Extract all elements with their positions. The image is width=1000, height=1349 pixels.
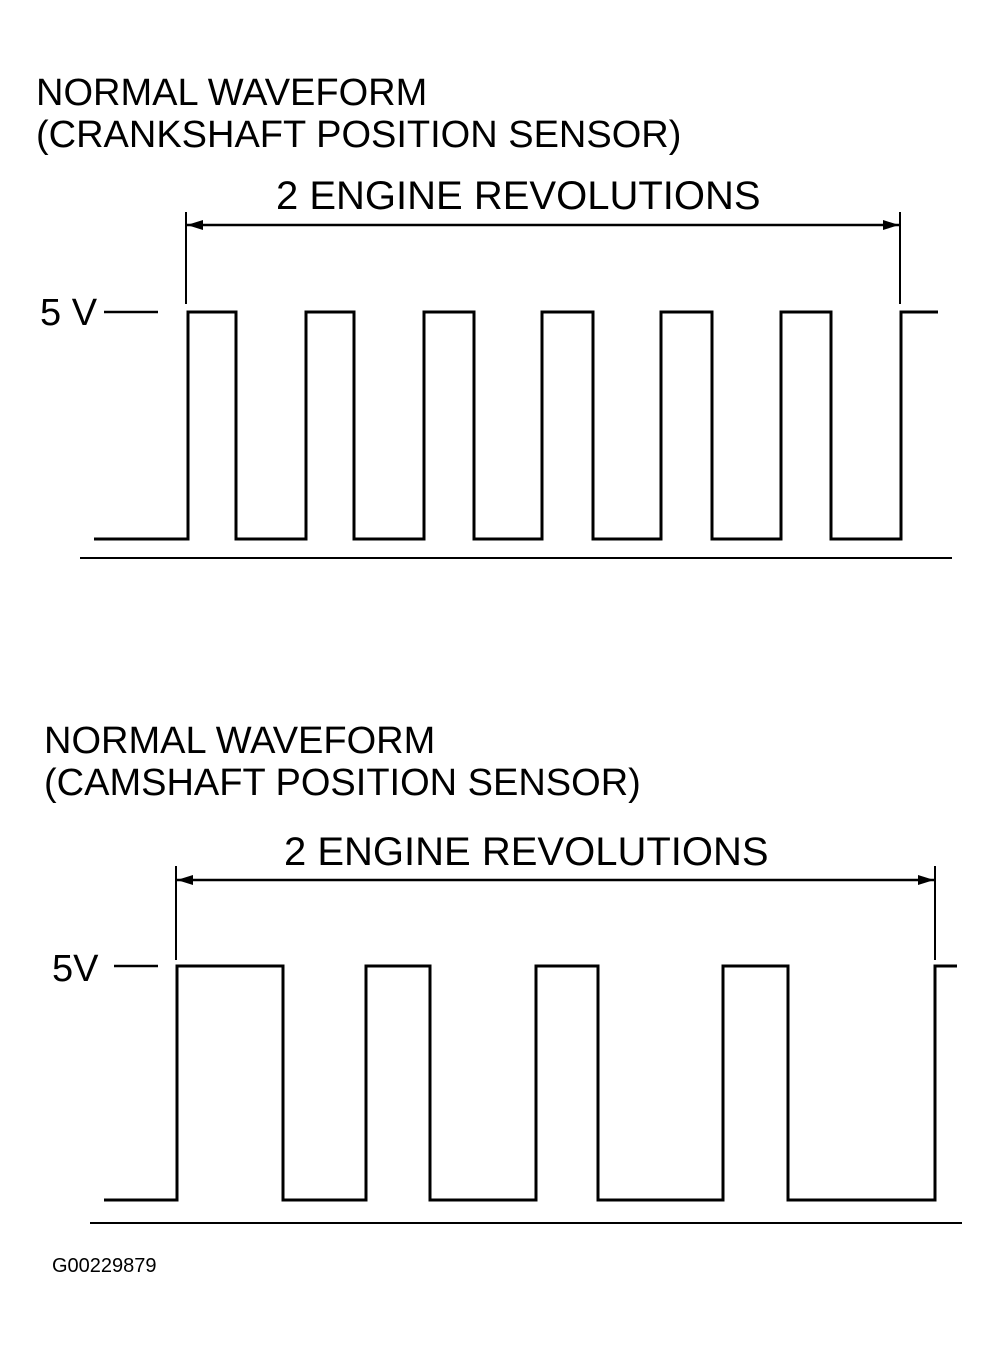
cam-title-line2: (CAMSHAFT POSITION SENSOR): [44, 762, 641, 804]
crank-waveform: [80, 212, 952, 559]
crank-span-label: 2 ENGINE REVOLUTIONS: [276, 174, 761, 218]
cam-waveform: [90, 866, 962, 1224]
crank-title-line2: (CRANKSHAFT POSITION SENSOR): [36, 114, 682, 156]
crank-title-line1: NORMAL WAVEFORM: [36, 72, 428, 114]
cam-span-label: 2 ENGINE REVOLUTIONS: [284, 830, 769, 874]
crank-pulse-train: [94, 310, 938, 541]
cam-voltage-label: 5V: [52, 948, 99, 990]
cam-pulse-train: [104, 964, 957, 1202]
crank-voltage-label: 5 V: [40, 292, 98, 334]
cam-title-line1: NORMAL WAVEFORM: [44, 720, 436, 762]
figure-id: G00229879: [52, 1255, 157, 1277]
